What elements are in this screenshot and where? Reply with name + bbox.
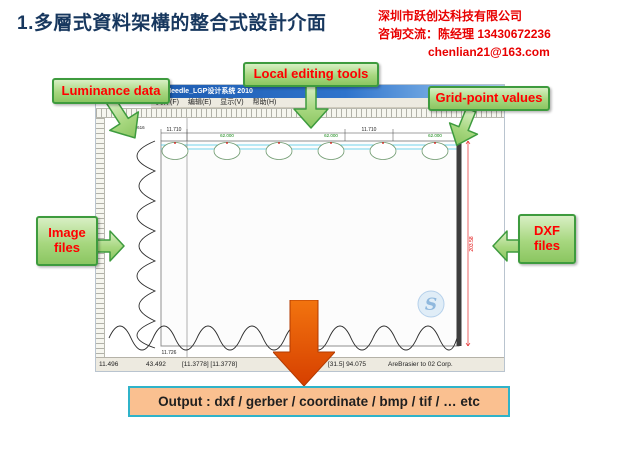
company-name: 深圳市跃创达科技有限公司 [378,9,523,23]
dimension-lines [160,129,460,141]
callout-label: Grid-point values [435,90,543,106]
guide-lines [161,144,459,150]
status-value: AreBrasier to 02 Corp. [388,361,453,368]
window-titlebar: GPNeedle_LGP设计系统 2010 [151,85,504,98]
callout-luminance-data: Luminance data [52,78,170,104]
output-label: Output : dxf / gerber / coordinate / bmp… [158,394,480,409]
watermark-logo: S [417,290,445,318]
dim-bottom-left: 11.726 [162,350,177,356]
menu-item-edit[interactable]: 编辑(E) [187,99,212,106]
ellipse-row [161,142,449,160]
callout-arrow-editing [293,85,329,129]
status-value: 11.496 [99,361,119,368]
grid-point-markers [174,142,436,144]
callout-arrow-image [96,230,125,262]
contact-email: chenlian21@163.com [428,45,550,59]
contact-info: 深圳市跃创达科技有限公司 咨询交流：陈经理 13430672236 chenli… [378,7,551,61]
callout-dxf-files: DXF files [518,214,576,264]
callout-arrow-dxf [492,230,521,262]
brightness-wave [108,325,458,351]
ruler-vertical [96,118,105,357]
menu-item-help[interactable]: 帮助(H) [252,99,277,106]
ellipse-value-label: 62.000 [428,133,442,138]
led-edge-bar [456,141,462,346]
callout-local-editing-tools: Local editing tools [243,62,379,87]
page-title: 1.多層式資料架構的整合式設計介面 [17,13,327,34]
callout-label: Local editing tools [253,66,369,82]
callout-image-files: Image files [36,216,98,266]
callout-label: Image files [48,225,86,255]
ellipse-value-label: 62.000 [220,133,234,138]
output-box: Output : dxf / gerber / coordinate / bmp… [128,386,510,417]
dim-small-top: 6.616 [133,125,145,130]
status-value: [31.5] 94.075 [328,361,366,368]
luminance-curve [136,140,157,349]
window-title-text: GPNeedle_LGP设计系统 2010 [156,88,253,95]
callout-label: Luminance data [61,82,161,98]
callout-label: DXF files [533,223,560,253]
dim-top-right: 11.710 [362,127,377,133]
status-value: [11.3778] [11.3778] [182,361,238,368]
output-flow-arrow [273,300,335,386]
status-value: 43.492 [146,361,166,368]
dim-right-vertical: 203.58 [469,236,475,252]
menu-item-view[interactable]: 显示(V) [220,99,244,106]
watermark-letter: S [425,295,437,315]
contact-phone: 咨询交流：陈经理 13430672236 [378,27,551,41]
dim-top-left: 11.710 [167,127,182,133]
callout-arrow-grid [448,107,479,146]
right-dimension-line [465,140,471,347]
ellipse-value-label: 62.000 [324,133,338,138]
callout-grid-point-values: Grid-point values [428,86,550,111]
